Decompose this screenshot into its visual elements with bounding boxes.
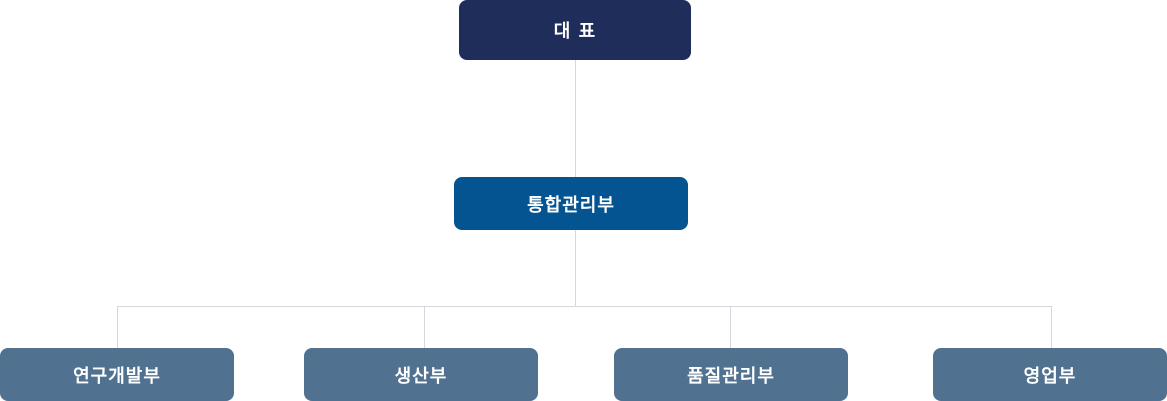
- integrated-management-box: 통합관리부: [454, 177, 688, 230]
- dept-box-sales: 영업부: [933, 348, 1167, 401]
- connector-top-to-middle: [575, 60, 576, 177]
- connector-branch-dept-3: [730, 306, 731, 348]
- connector-branch-horizontal: [117, 306, 1052, 307]
- ceo-box: 대 표: [459, 0, 691, 60]
- connector-branch-dept-2: [424, 306, 425, 348]
- connector-branch-dept-4: [1051, 306, 1052, 348]
- connector-middle-to-branch: [575, 230, 576, 306]
- dept-box-quality: 품질관리부: [614, 348, 848, 401]
- dept-box-rnd: 연구개발부: [0, 348, 234, 401]
- connector-branch-dept-1: [117, 306, 118, 348]
- dept-box-production: 생산부: [304, 348, 538, 401]
